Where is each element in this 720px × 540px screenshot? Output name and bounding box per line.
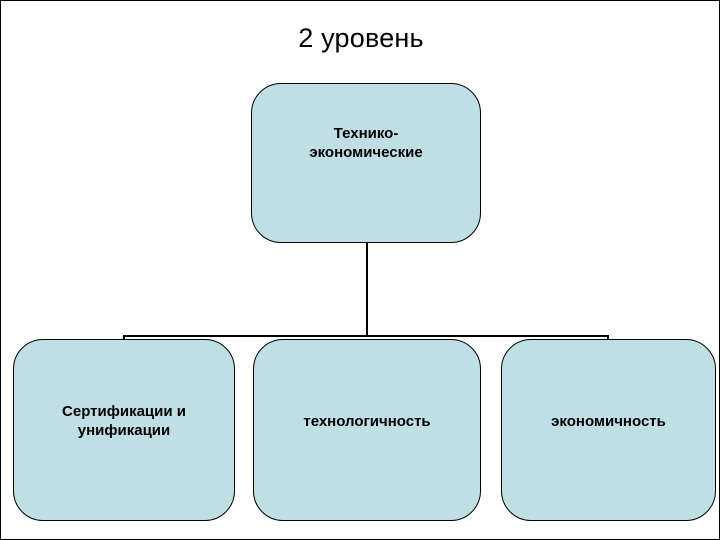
node-ekonomichnost[interactable]: экономичность <box>501 339 716 521</box>
node-top-label: Технико- экономические <box>309 125 422 201</box>
node-right-label: экономичность <box>551 413 666 448</box>
node-right-line1: экономичность <box>551 412 666 430</box>
node-left-line2: унификации <box>77 422 171 439</box>
connector-horizontal-bus <box>123 335 609 337</box>
node-tekhniko-ekonomicheskie[interactable]: Технико- экономические <box>251 83 481 243</box>
connector-drop-left <box>123 335 125 341</box>
node-mid-line1: технологичность <box>303 412 431 430</box>
node-left-label: Сертификации и унификации <box>62 403 186 457</box>
node-top-line1: Технико- <box>333 125 399 143</box>
connector-drop-right <box>607 335 609 341</box>
node-mid-label: технологичность <box>303 413 430 448</box>
node-left-line1: Сертификации и <box>62 403 186 421</box>
node-top-line2: экономические <box>309 144 423 161</box>
page-title: 2 уровень <box>298 23 424 53</box>
node-sertifikatsii-i-unifikatsii[interactable]: Сертификации и унификации <box>13 339 235 521</box>
node-tekhnologichnost[interactable]: технологичность <box>253 339 481 521</box>
connector-vertical-stem <box>366 243 368 336</box>
